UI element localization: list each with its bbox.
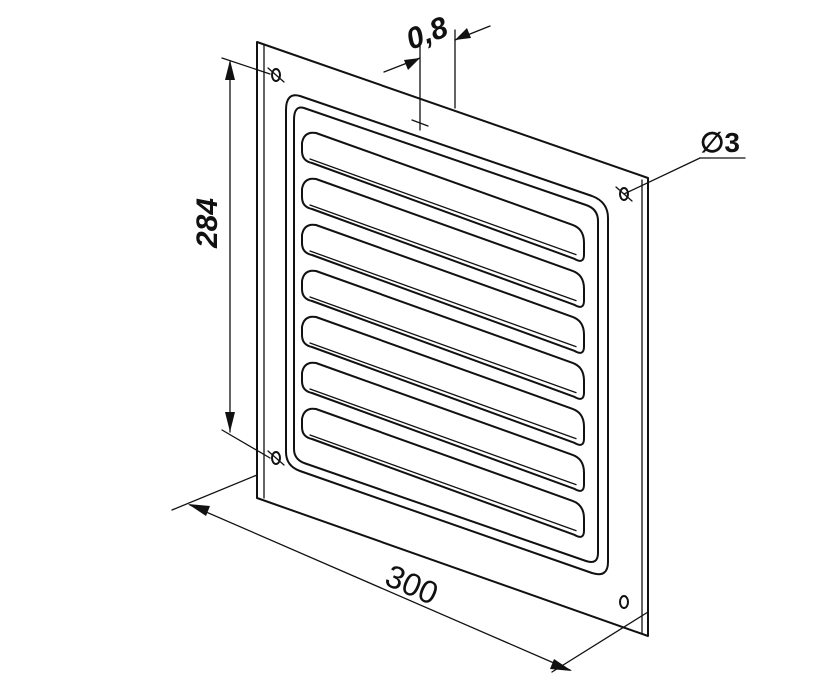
louver-slat — [301, 407, 585, 538]
thickness-label: 0,8 — [402, 11, 453, 57]
height-dimension — [221, 57, 271, 459]
louver-edge — [309, 296, 577, 394]
thickness-dimension — [383, 25, 491, 131]
louver-group — [301, 131, 585, 538]
louver-edge — [309, 158, 577, 256]
frame-inner — [293, 106, 599, 563]
louver-slat — [301, 269, 585, 400]
louver-edge — [309, 388, 577, 486]
louver-slat — [301, 315, 585, 446]
louver-slat — [301, 131, 585, 262]
hole-diameter-label: ∅3 — [700, 127, 740, 158]
louver-edge — [309, 342, 577, 440]
louver-slat — [301, 177, 585, 308]
frame-outer — [285, 94, 609, 576]
mounting-hole-top-left — [267, 67, 285, 83]
width-dimension — [171, 474, 649, 673]
mounting-hole-bottom-left — [267, 450, 285, 466]
louver-slat — [301, 361, 585, 492]
height-label: 284 — [191, 198, 224, 249]
louver-edge — [309, 250, 577, 348]
width-label: 300 — [380, 557, 443, 611]
louver-edge — [309, 434, 577, 532]
louver-slat — [301, 223, 585, 354]
hole-diameter-callout — [623, 157, 746, 195]
louver-edge — [309, 204, 577, 302]
mounting-hole-bottom-right — [619, 595, 629, 609]
